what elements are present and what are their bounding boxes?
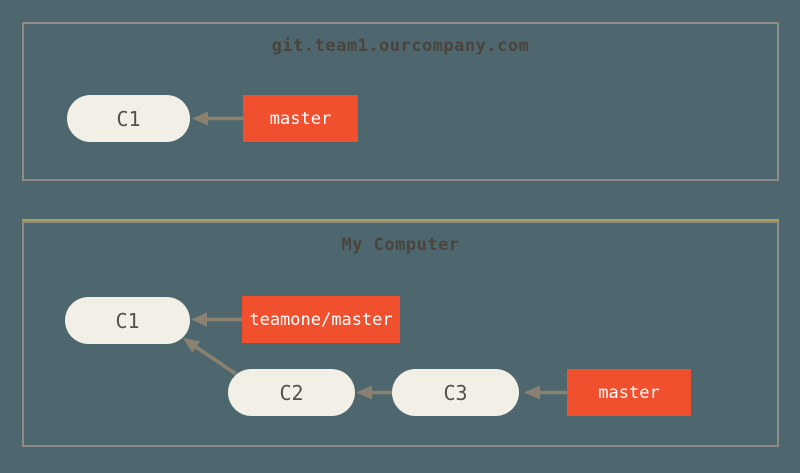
local-repo-title: My Computer [341,235,460,255]
commit-node-c2: C2 [228,369,355,416]
remote-repo-box: git.team1.ourcompany.com C1 master [22,22,779,181]
branch-label-master-remote: master [243,95,358,142]
commit-node-c3: C3 [392,369,519,416]
commit-label: C1 [115,308,140,333]
local-repo-box: My Computer C1 teamone/master C2 C3 mast… [22,221,779,447]
branch-label-text: master [598,382,660,403]
branch-label-teamone-master: teamone/master [242,296,400,343]
commit-label: C3 [443,380,468,405]
commit-label: C2 [279,380,304,405]
branch-label-master-local: master [567,369,691,416]
branch-label-text: teamone/master [249,309,393,330]
branch-label-text: master [269,108,332,129]
commit-label: C1 [116,106,141,131]
commit-node-c1-local: C1 [65,297,190,344]
commit-node-c1-remote: C1 [67,95,190,142]
remote-repo-title: git.team1.ourcompany.com [271,36,530,56]
